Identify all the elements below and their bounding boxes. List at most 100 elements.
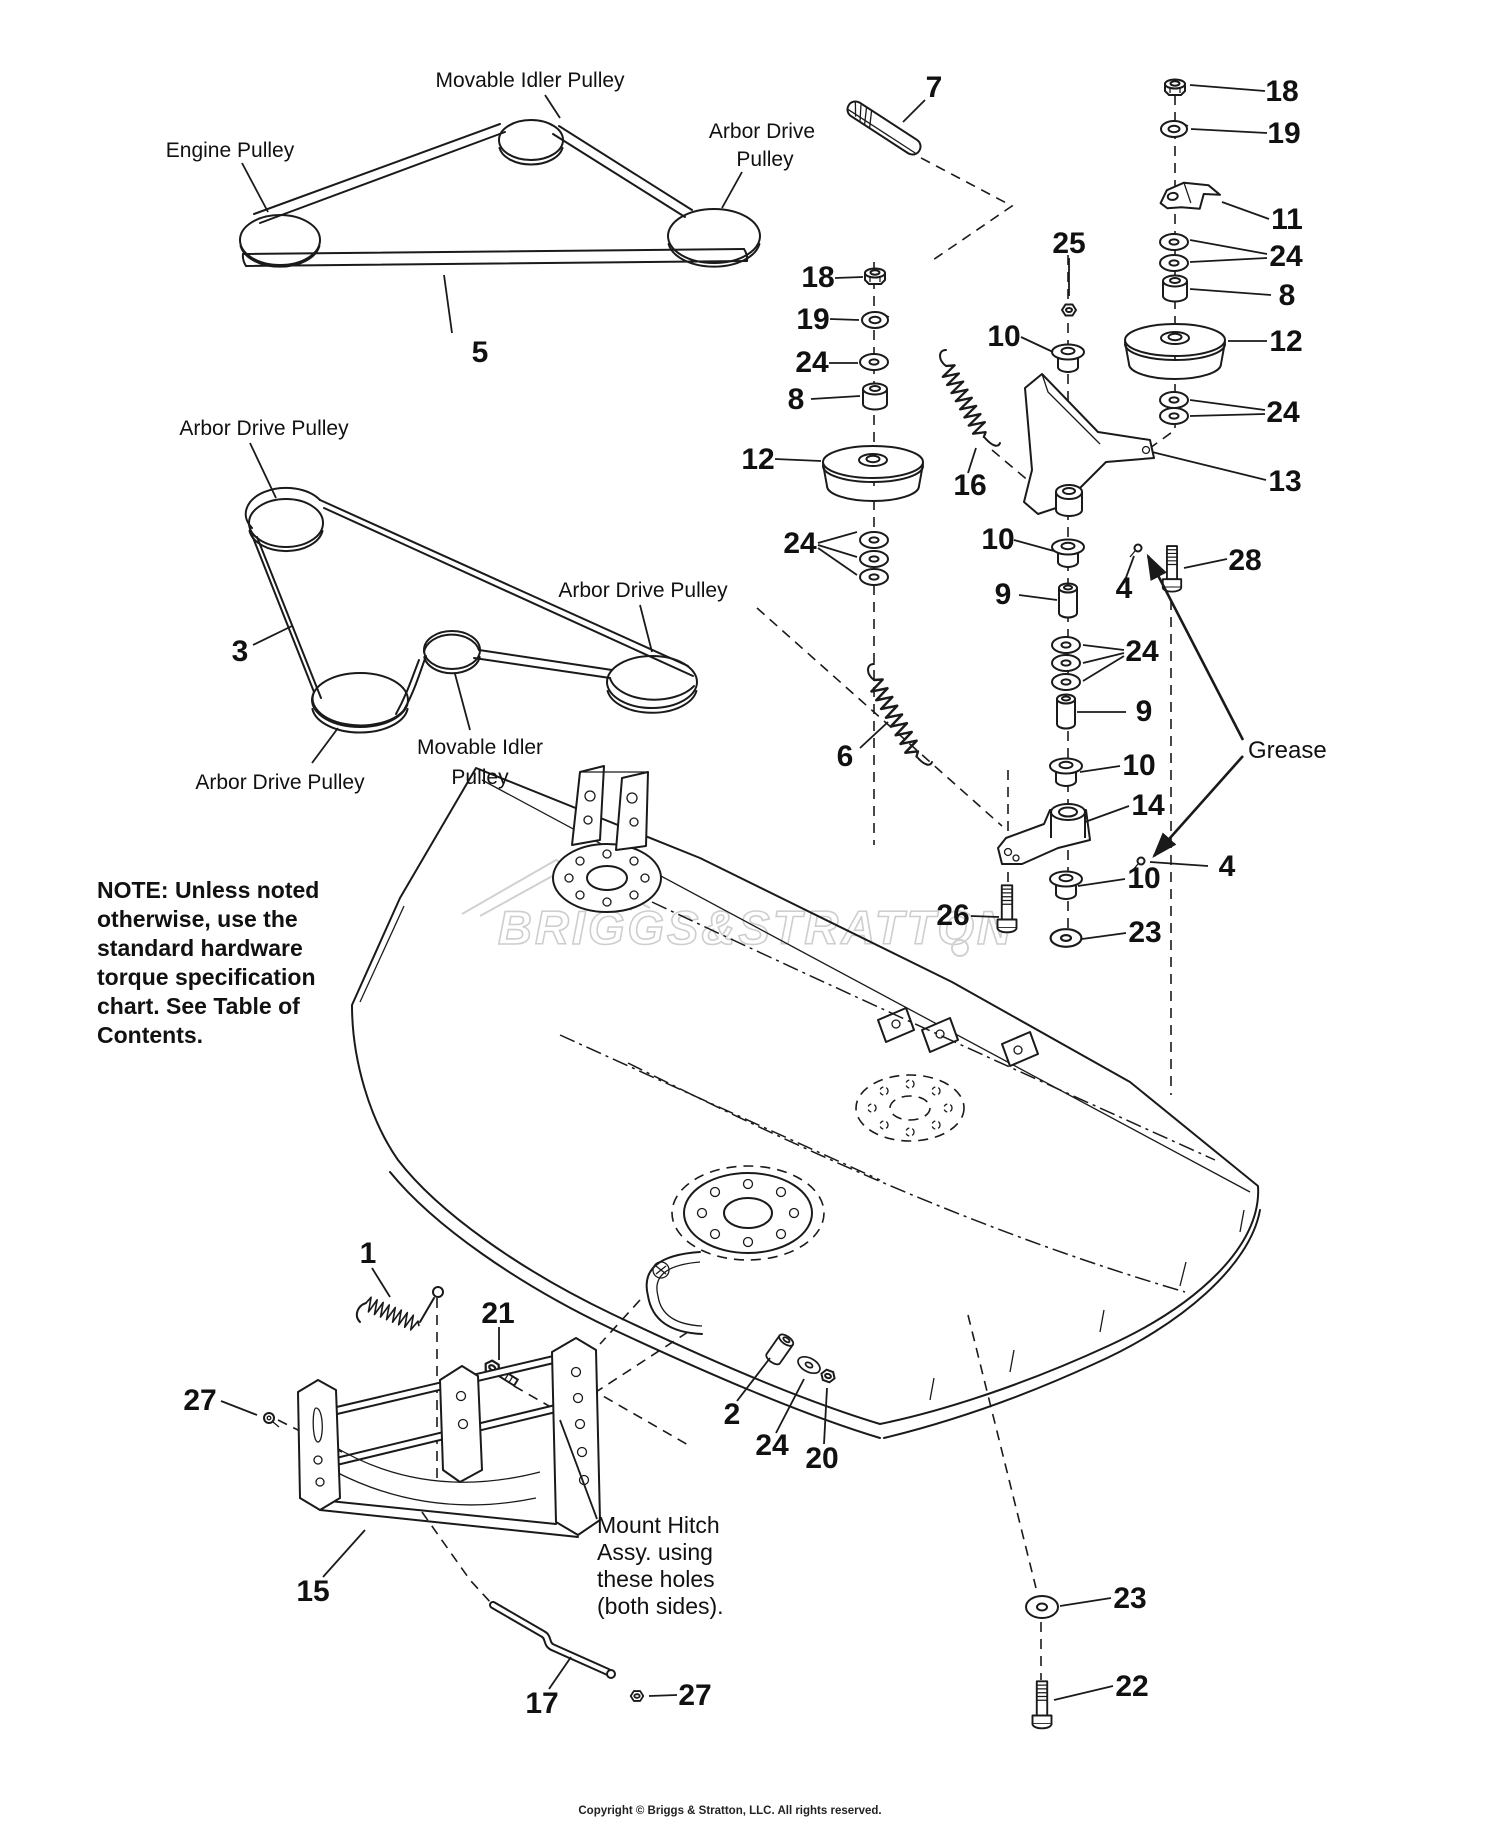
callout-8-left: 8 (788, 383, 805, 416)
right-stack (1124, 78, 1226, 425)
part-7-cover (846, 100, 922, 156)
deck-hanger-tabs-right (877, 1007, 1039, 1067)
callout-24-mid: 24 (1125, 635, 1159, 668)
label-grease: Grease (1248, 737, 1327, 764)
idler-pulley-12-right (1124, 323, 1226, 380)
spring-1 (355, 1286, 444, 1333)
washer-24-cluster (859, 550, 889, 568)
washer-24-b (794, 1352, 824, 1378)
spacer-2 (763, 1331, 797, 1368)
mower-deck-drawing: BRIGGS&STRATTON (351, 765, 1261, 1439)
bushing-10-b (1051, 538, 1085, 568)
callout-8-right: 8 (1279, 279, 1296, 312)
callout-5: 5 (472, 336, 489, 369)
nut-18-right (1164, 78, 1186, 96)
callout-21: 21 (481, 1297, 514, 1330)
callout-22: 22 (1115, 1670, 1148, 1703)
grease-fitting-4a (1129, 543, 1143, 558)
callout-18-left: 18 (801, 261, 834, 294)
washer-24-right2 (1159, 391, 1189, 409)
label-arbor-drive-1: Arbor Drive (709, 120, 815, 143)
callout-4-a: 4 (1116, 572, 1133, 605)
label-movable-mid-1: Movable Idler (417, 736, 543, 759)
callout-12-right: 12 (1269, 325, 1302, 358)
nut-18-left (864, 267, 886, 285)
bolt-22 (1031, 1680, 1053, 1730)
washer-24-mid (1051, 654, 1081, 672)
bushing-10-c (1049, 757, 1083, 787)
spacer-8-right (1162, 274, 1188, 303)
callout-13: 13 (1268, 465, 1301, 498)
bolt-28 (1161, 545, 1183, 593)
callout-6: 6 (837, 740, 854, 773)
callout-24-b: 24 (755, 1429, 789, 1462)
label-arbor-top-mid: Arbor Drive Pulley (179, 417, 349, 440)
callout-19-left: 19 (796, 303, 829, 336)
callout-10-a: 10 (987, 320, 1020, 353)
note-line-5: chart. See Table of (97, 993, 300, 1019)
washer-23-b (1025, 1595, 1059, 1619)
rod-17 (489, 1601, 616, 1679)
label-arbor-bottom-mid: Arbor Drive Pulley (195, 771, 365, 794)
deck-front-bracket (645, 1251, 703, 1335)
washer-24-cluster (859, 568, 889, 586)
note-block: NOTE: Unless noted otherwise, use the st… (97, 877, 319, 1048)
spindle-right (855, 1074, 965, 1142)
callout-23-a: 23 (1128, 916, 1161, 949)
leader-lines (220, 84, 1272, 1701)
callout-2: 2 (724, 1398, 741, 1431)
lockwasher-19-left (861, 311, 890, 329)
label-movable-mid-2: Pulley (451, 766, 509, 789)
callout-23-b: 23 (1113, 1582, 1146, 1615)
callout-12-left: 12 (741, 443, 774, 476)
callout-1: 1 (360, 1237, 377, 1270)
washer-24-right2 (1159, 407, 1189, 425)
spindle-top (552, 843, 662, 913)
nut-20 (818, 1367, 838, 1385)
deck-hanger-bracket-top (571, 765, 649, 851)
bushing-10-a (1051, 343, 1085, 373)
callout-25: 25 (1052, 227, 1085, 260)
washer-24-mid (1051, 636, 1081, 654)
label-movable-idler-top: Movable Idler Pulley (435, 69, 625, 92)
washer-24-cluster (859, 531, 889, 549)
label-engine-pulley: Engine Pulley (166, 139, 295, 162)
callout-16: 16 (953, 469, 986, 502)
callout-24-right2: 24 (1266, 396, 1300, 429)
callout-24-cluster: 24 (783, 527, 817, 560)
spacer-9-a (1058, 582, 1078, 619)
pin-27-a (263, 1412, 280, 1428)
label-arbor-drive-2: Pulley (736, 148, 794, 171)
mount-line-4: (both sides). (597, 1593, 724, 1619)
callout-14: 14 (1131, 789, 1165, 822)
spacer-9-b (1056, 693, 1076, 730)
lockwasher-19-right (1160, 120, 1189, 138)
callout-7: 7 (926, 71, 943, 104)
callout-9-a: 9 (995, 578, 1012, 611)
spindle-center (671, 1165, 825, 1261)
washer-24-right (1159, 233, 1189, 251)
nut-25 (1061, 303, 1077, 317)
hitch-bracket-15 (297, 1337, 601, 1538)
washer-24-right (1159, 254, 1189, 272)
belt-diagram-mid (244, 486, 698, 734)
mount-line-1: Mount Hitch (597, 1512, 720, 1538)
washer-23-a (1049, 928, 1083, 948)
callout-10-d: 10 (1127, 862, 1160, 895)
callout-24-right: 24 (1269, 240, 1303, 273)
note-line-4: torque specification (97, 964, 316, 990)
callout-17: 17 (525, 1687, 558, 1720)
copyright-line: Copyright © Briggs & Stratton, LLC. All … (578, 1805, 881, 1817)
callout-11: 11 (1271, 203, 1303, 236)
callout-numbers: 5 3 7 18 19 24 8 12 24 18 19 11 24 8 12 … (183, 71, 1303, 1720)
mount-line-2: Assy. using (597, 1539, 713, 1565)
callout-27-a: 27 (183, 1384, 216, 1417)
callout-10-c: 10 (1122, 749, 1155, 782)
callout-9-b: 9 (1136, 695, 1153, 728)
callout-19-right: 19 (1267, 117, 1300, 150)
callout-18-right: 18 (1265, 75, 1298, 108)
belt-diagram-top (239, 119, 761, 268)
washer-24-mid (1051, 673, 1081, 691)
